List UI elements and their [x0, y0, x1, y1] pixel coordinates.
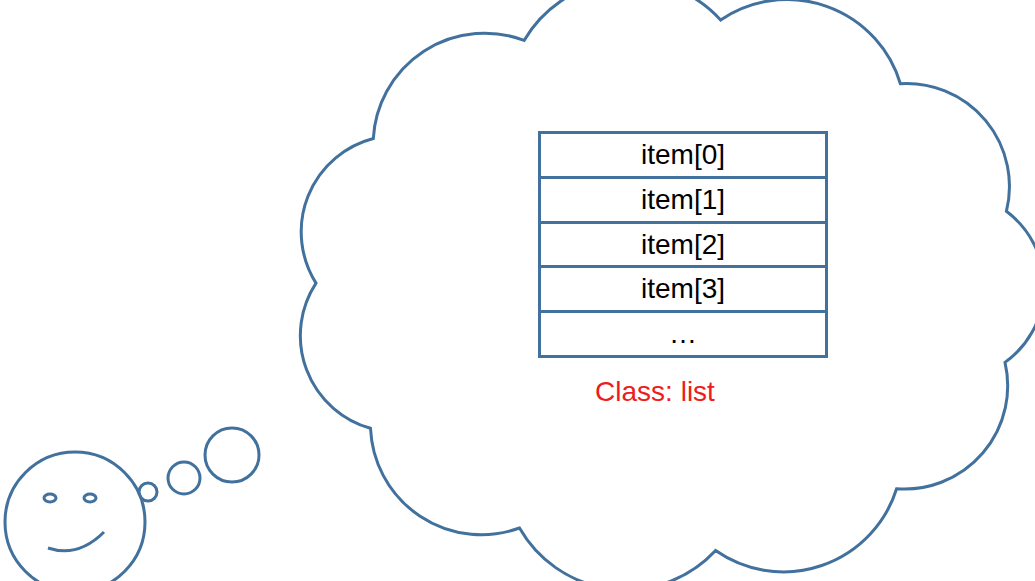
list-item-text: item[1] [641, 186, 725, 214]
list-item-box: item[3] [538, 265, 828, 313]
smiley-face [5, 452, 145, 581]
cloud-outline [300, 0, 1035, 581]
thought-cloud [300, 0, 1035, 581]
list-item-box: item[2] [538, 221, 828, 269]
list-item-text: item[3] [641, 275, 725, 303]
class-label: Class: list [595, 378, 715, 406]
list-item-box: item[0] [538, 131, 828, 179]
list-item-text: … [669, 320, 697, 348]
list-item-text: item[0] [641, 141, 725, 169]
list-item-box: … [538, 310, 828, 358]
list-item-box: item[1] [538, 176, 828, 224]
thought-bubble [168, 462, 200, 494]
thought-bubble [205, 428, 259, 482]
list-item-text: item[2] [641, 231, 725, 259]
